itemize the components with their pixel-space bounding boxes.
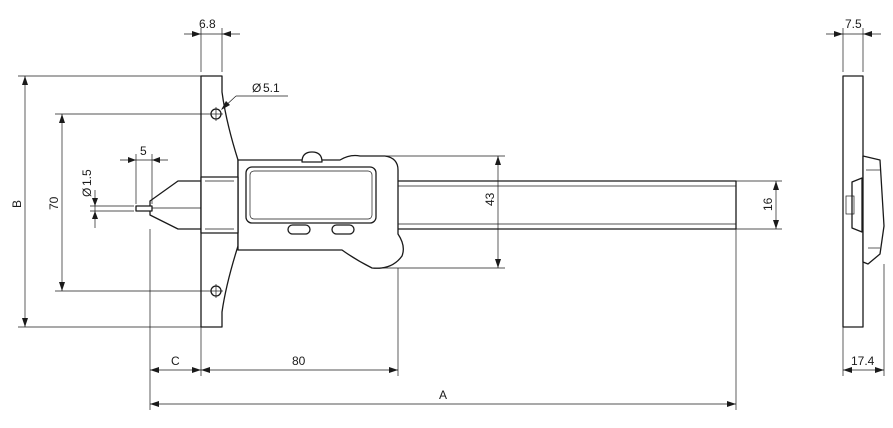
front-view — [135, 75, 737, 328]
side-head — [862, 155, 885, 265]
dim-6-8-label: 6.8 — [199, 17, 216, 31]
side-view — [842, 75, 885, 328]
hole-diameter-symbol: Ø — [252, 81, 261, 95]
dim-b — [18, 75, 201, 328]
dim-1-5 — [90, 190, 134, 228]
dim-b-label: B — [10, 200, 24, 208]
dim-7-5 — [826, 28, 881, 72]
beam-tip — [149, 180, 202, 230]
dim-80-label: 80 — [292, 354, 306, 368]
button-right — [331, 224, 355, 235]
dim-6-8 — [184, 28, 240, 72]
lock-block — [200, 176, 239, 234]
dim-70-label: 70 — [47, 196, 61, 210]
dim-c-label: C — [171, 354, 180, 368]
dim-16-label: 16 — [761, 197, 775, 211]
dim-hole-diameter — [221, 95, 288, 110]
side-slider — [851, 177, 863, 233]
thumb-wheel — [301, 151, 323, 163]
dim-7-5-label: 7.5 — [845, 17, 862, 31]
dim-17-4-label: 17.4 — [851, 354, 875, 368]
dim-16 — [736, 180, 782, 230]
dim-5 — [120, 154, 168, 204]
dim-17-4 — [842, 264, 885, 376]
dim-70 — [55, 113, 209, 292]
dim-5-label: 5 — [140, 144, 147, 158]
display-window — [245, 166, 377, 224]
rod-diameter-symbol: Ø — [80, 188, 94, 197]
dim-a-label: A — [439, 388, 447, 402]
button-left — [287, 224, 311, 235]
dim-43-label: 43 — [483, 192, 497, 206]
dim-a — [150, 401, 736, 407]
dim-43 — [372, 155, 505, 269]
dim-c-80 — [150, 367, 398, 373]
hole-diameter-label: 5.1 — [263, 81, 280, 95]
rod-diameter-label: 1.5 — [80, 169, 94, 186]
depth-rod — [135, 205, 153, 212]
